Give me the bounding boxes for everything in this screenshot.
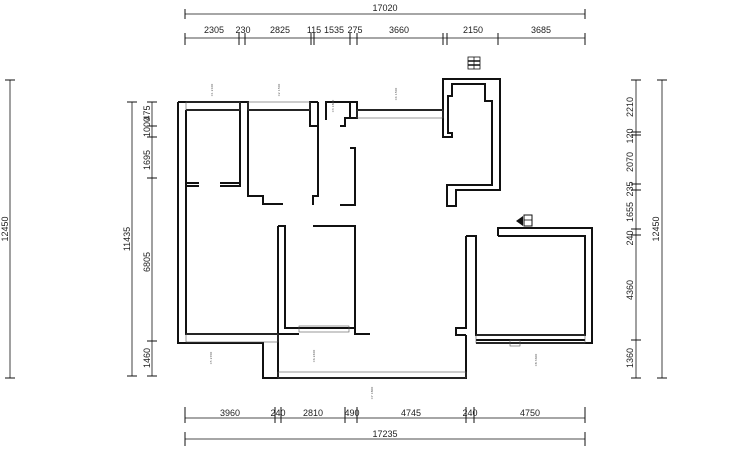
walls [177,78,593,379]
partition-walls [185,182,585,341]
bottom-dim-3: 2810 [303,408,323,418]
top-total-dimension: 17020 [372,3,397,13]
top-dim-2: 230 [235,25,250,35]
window-code-1: C1 2100 [210,84,214,97]
top-dim-5: 1535 [324,25,344,35]
window-code-8: C8 3600 [534,354,538,367]
window-balcony [356,109,444,119]
left-outer-wall [177,101,279,379]
window-code-3: C3 1800 [331,100,335,113]
window-bottom-living [277,371,467,379]
right-room-wall [455,227,593,344]
right-total: 12450 [651,216,661,241]
bottom-total-dimension: 17235 [372,429,397,439]
entrance-arrow-icon [516,216,523,226]
right-dim-3: 2070 [625,152,635,172]
left-dim-4: 6805 [142,252,152,272]
right-dim-4: 235 [625,181,635,196]
left-ticks [147,101,157,377]
center-room-wall [277,225,467,379]
room-two-wall [220,101,318,205]
window-bottom-center [298,325,350,333]
right-dim-1: 2210 [625,97,635,117]
window-code-6: C6 2400 [312,350,316,363]
top-dim-9: 3685 [531,25,551,35]
window-top-left [185,101,241,111]
right-dim-5: 1655 [625,202,635,222]
window-bottom-left [185,333,279,343]
windows [185,101,586,379]
left-dimension-chain: 12450 11435 1000 475 1695 6805 1460 [0,79,157,379]
bottom-dim-4: 490 [344,408,359,418]
top-dim-6: 275 [347,25,362,35]
left-dim-5: 1460 [142,348,152,368]
window-right-top-bar [509,339,521,347]
bottom-dimension-chain: 3960 240 2810 490 4745 240 4750 17235 [184,407,586,446]
bottom-dim-5: 4745 [401,408,421,418]
window-code-2: C2 1500 [277,84,281,97]
top-dimension-chain: 17020 2305 230 2825 115 1535 275 3660 21… [184,3,586,45]
bottom-ticks [184,407,586,423]
balcony-wall [356,78,501,207]
right-dim-6: 240 [625,230,635,245]
left-dim-2: 475 [142,105,152,120]
right-dimension-chain: 2210 120 2070 235 1655 240 4360 1360 124… [625,79,667,379]
bottom-dim-7: 4750 [520,408,540,418]
entrance-marker [516,214,533,227]
top-dim-3: 2825 [270,25,290,35]
window-code-5: C5 2700 [209,352,213,365]
stair-marker [467,56,481,70]
window-code-labels: C1 2100 C2 1500 C3 1800 C4 1500 C5 2700 … [209,84,538,400]
right-ticks [631,79,641,379]
bottom-dim-2: 240 [270,408,285,418]
right-dim-8: 1360 [625,348,635,368]
left-inner-total: 11435 [122,227,132,251]
window-code-7: C7 1800 [370,387,374,400]
left-dim-1: 1000 [142,117,152,137]
right-dim-2: 120 [625,128,635,143]
bottom-dim-1: 3960 [220,408,240,418]
entrance-door-icon [523,214,533,227]
window-code-4: C4 1500 [394,88,398,101]
right-dim-7: 4360 [625,280,635,300]
window-bottom-right [475,334,586,344]
top-dim-1: 2305 [204,25,224,35]
top-dim-7: 3660 [389,25,409,35]
top-ticks [184,33,586,45]
left-room-inner-wall [185,109,278,335]
top-dim-4: 115 [307,25,321,35]
bath-wall [309,101,358,206]
left-outer-total: 12450 [0,216,10,241]
bottom-dim-6: 240 [462,408,477,418]
left-dim-3: 1695 [142,150,152,170]
top-dim-8: 2150 [463,25,483,35]
window-top-room2 [247,101,311,111]
